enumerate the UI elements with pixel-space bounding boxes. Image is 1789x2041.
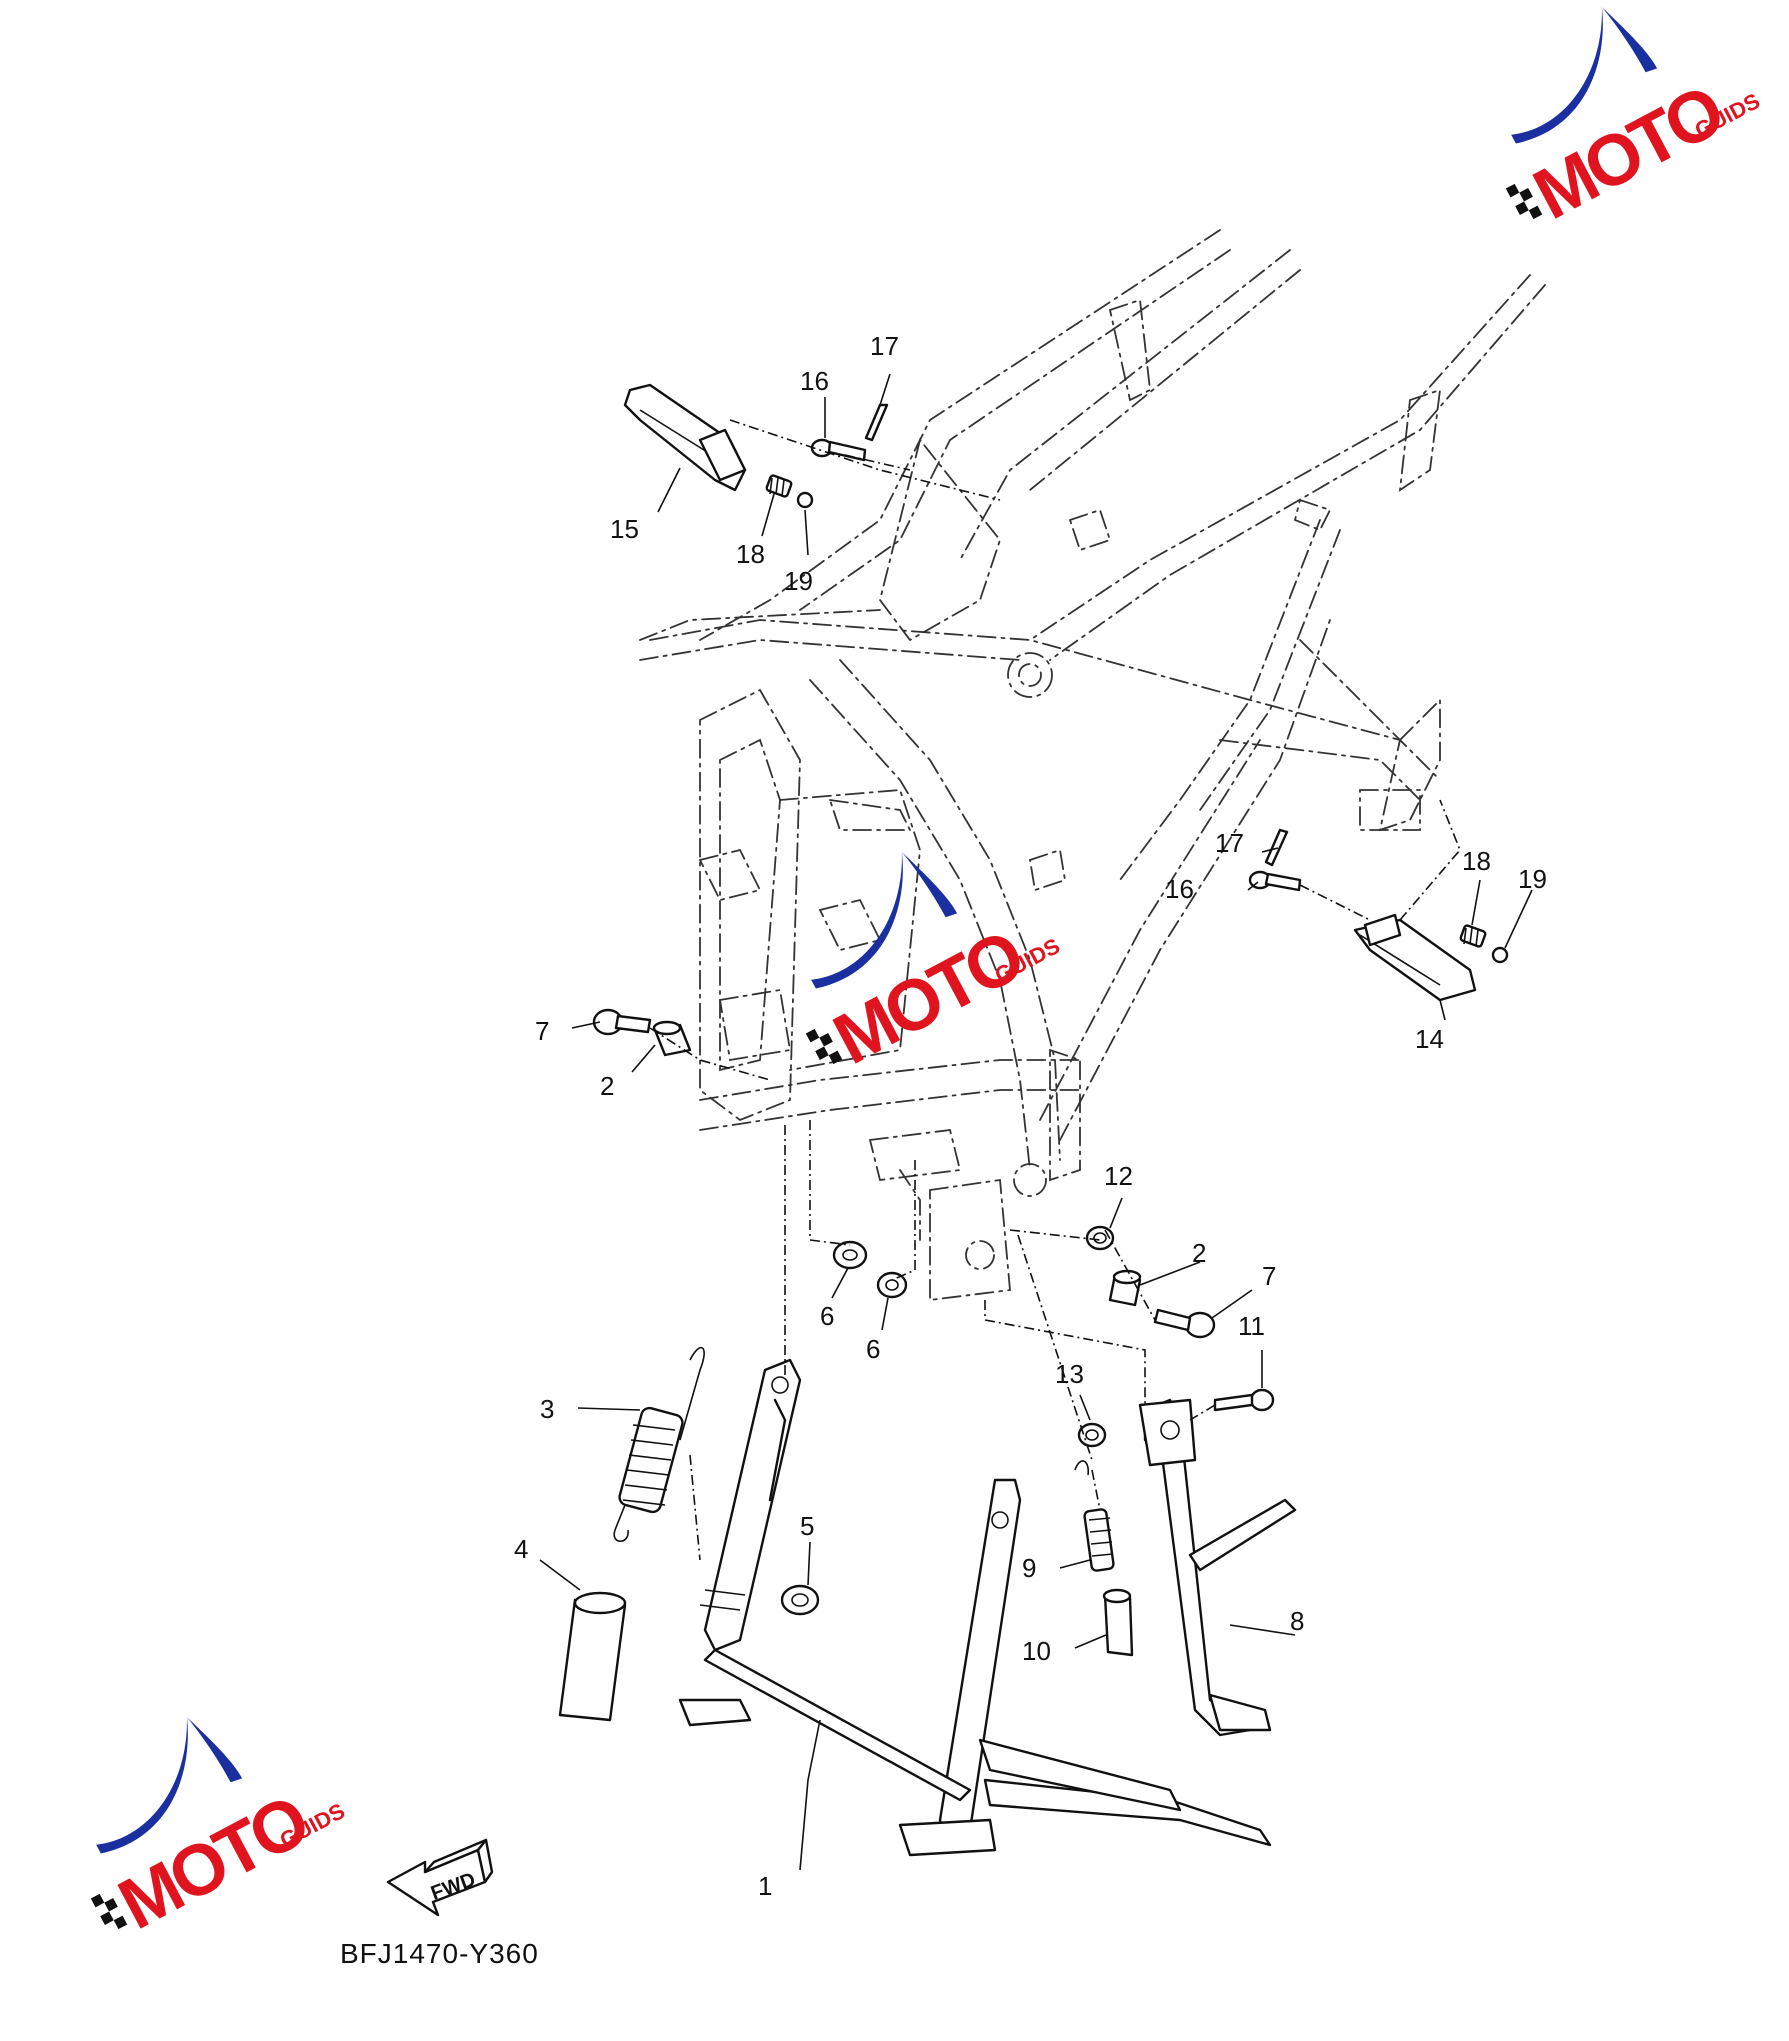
collar-2-right bbox=[1108, 1269, 1142, 1307]
callout-18-left: 18 bbox=[736, 539, 765, 569]
callout-17-right: 17 bbox=[1215, 828, 1244, 858]
callout-7-right: 7 bbox=[1262, 1261, 1276, 1291]
callout-13: 13 bbox=[1055, 1359, 1084, 1389]
cotter-pin-17-right bbox=[1264, 828, 1289, 867]
ball-19-right bbox=[1491, 946, 1509, 964]
cotter-pin-17-left bbox=[864, 403, 889, 442]
watermark-logo-bottom-left: MOTO GUIDS bbox=[90, 1717, 349, 1945]
callout-5: 5 bbox=[800, 1511, 814, 1541]
ball-19-left bbox=[796, 491, 814, 509]
frame-outline bbox=[639, 229, 1546, 1302]
callout-labels: 1 2 2 3 4 5 6 6 7 7 8 9 10 11 12 13 14 1… bbox=[514, 331, 1547, 1901]
watermark-brand-bottom: MOTO bbox=[106, 1781, 320, 1945]
nut-6-right bbox=[876, 1271, 908, 1299]
bolt-11 bbox=[1213, 1388, 1275, 1412]
nut-13 bbox=[1077, 1422, 1107, 1448]
callout-2-right: 2 bbox=[1192, 1238, 1206, 1268]
bolt-7-right bbox=[1153, 1308, 1216, 1339]
callout-10: 10 bbox=[1022, 1636, 1051, 1666]
watermark-logo-top-right: MOTO GUIDS bbox=[1505, 7, 1764, 235]
fwd-arrow-icon: FWD bbox=[386, 1838, 494, 1917]
nut-6-left bbox=[832, 1240, 868, 1270]
callout-17-left: 17 bbox=[870, 331, 899, 361]
watermark-logo-center: MOTO GUIDS bbox=[805, 852, 1064, 1080]
center-stand-spring bbox=[613, 1346, 705, 1543]
callout-19-left: 19 bbox=[784, 566, 813, 596]
spring-18-right bbox=[1459, 924, 1487, 948]
callout-19-right: 19 bbox=[1518, 864, 1547, 894]
assembly-guides bbox=[649, 419, 1461, 1561]
leader-lines bbox=[539, 373, 1533, 1871]
callout-16-left: 16 bbox=[800, 366, 829, 396]
callout-12: 12 bbox=[1104, 1161, 1133, 1191]
side-stand bbox=[1138, 1398, 1297, 1737]
footrest-right bbox=[1353, 913, 1477, 1002]
callout-15: 15 bbox=[610, 514, 639, 544]
pin-16-right bbox=[1248, 870, 1302, 892]
diagram-code: BFJ1470-Y360 bbox=[340, 1938, 539, 1969]
callout-6-left: 6 bbox=[820, 1301, 834, 1331]
callout-8: 8 bbox=[1290, 1606, 1304, 1636]
watermark-brand-center: MOTO bbox=[821, 916, 1035, 1080]
watermark-brand: MOTO bbox=[1521, 71, 1735, 235]
bolt-7-left bbox=[592, 1008, 652, 1036]
callout-11: 11 bbox=[1238, 1311, 1265, 1341]
callout-6-right: 6 bbox=[866, 1334, 880, 1364]
footrest-left bbox=[623, 383, 747, 492]
callout-3: 3 bbox=[540, 1394, 554, 1424]
callout-7-left: 7 bbox=[535, 1016, 549, 1046]
spring-18-left bbox=[765, 474, 793, 498]
callout-9: 9 bbox=[1022, 1553, 1036, 1583]
callout-16-right: 16 bbox=[1165, 874, 1194, 904]
collar-5 bbox=[780, 1584, 820, 1616]
spring-cover bbox=[558, 1591, 627, 1722]
center-stand bbox=[678, 1358, 1272, 1857]
collar-2-left bbox=[652, 1020, 692, 1057]
callout-4: 4 bbox=[514, 1534, 528, 1564]
side-spring-cover bbox=[1102, 1588, 1134, 1657]
callout-2-left: 2 bbox=[600, 1071, 614, 1101]
callout-1: 1 bbox=[758, 1871, 772, 1901]
callout-14: 14 bbox=[1415, 1024, 1444, 1054]
side-stand-spring bbox=[1074, 1460, 1115, 1572]
callout-18-right: 18 bbox=[1462, 846, 1491, 876]
